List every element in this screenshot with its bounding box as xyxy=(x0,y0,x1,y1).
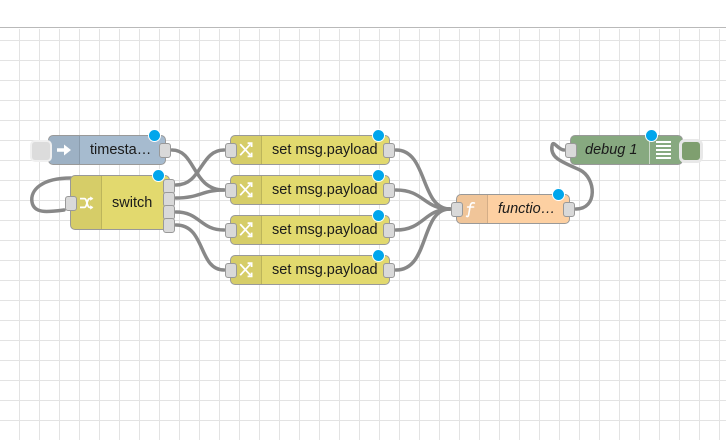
node-label-change-2: set msg.payload xyxy=(272,182,378,198)
debug-lines-icon xyxy=(649,136,676,164)
node-label-switch: switch xyxy=(112,194,153,211)
input-port[interactable] xyxy=(225,223,237,238)
arrow-right-icon xyxy=(49,136,80,164)
output-port[interactable] xyxy=(383,183,395,198)
output-port[interactable] xyxy=(159,143,171,158)
node-label-change-4: set msg.payload xyxy=(272,262,378,278)
output-port[interactable] xyxy=(383,143,395,158)
input-port[interactable] xyxy=(225,143,237,158)
inject-trigger-button[interactable] xyxy=(30,140,52,162)
output-port[interactable] xyxy=(563,202,575,217)
input-port[interactable] xyxy=(225,183,237,198)
input-port[interactable] xyxy=(451,202,463,217)
node-label-function: function 1 xyxy=(498,201,561,217)
output-port[interactable] xyxy=(383,263,395,278)
status-dot xyxy=(372,169,385,182)
node-change-3[interactable]: set msg.payload xyxy=(225,209,395,245)
node-label-change-1: set msg.payload xyxy=(272,142,378,158)
change-icon xyxy=(231,256,262,284)
node-switch[interactable]: switch xyxy=(65,169,175,233)
status-dot xyxy=(552,188,565,201)
node-label-change-3: set msg.payload xyxy=(272,222,378,238)
input-port[interactable] xyxy=(65,196,77,211)
status-dot xyxy=(372,209,385,222)
node-change-4[interactable]: set msg.payload xyxy=(225,249,395,285)
node-function-1[interactable]: function 1 xyxy=(451,188,575,224)
status-dot xyxy=(645,129,658,142)
editor-header-strip xyxy=(0,0,726,28)
node-debug-1[interactable]: debug 1 xyxy=(565,129,703,165)
node-label-inject: timestamp xyxy=(90,142,157,158)
node-change-2[interactable]: set msg.payload xyxy=(225,169,395,205)
status-dot xyxy=(372,249,385,262)
node-inject-timestamp[interactable]: timestamp xyxy=(30,129,171,165)
status-dot xyxy=(148,129,161,142)
output-port[interactable] xyxy=(383,223,395,238)
input-port[interactable] xyxy=(225,263,237,278)
status-dot xyxy=(372,129,385,142)
debug-toggle-button[interactable] xyxy=(679,139,703,163)
status-dot xyxy=(152,169,165,182)
input-port[interactable] xyxy=(565,143,577,158)
output-port-4[interactable] xyxy=(163,218,175,233)
node-change-1[interactable]: set msg.payload xyxy=(225,129,395,165)
